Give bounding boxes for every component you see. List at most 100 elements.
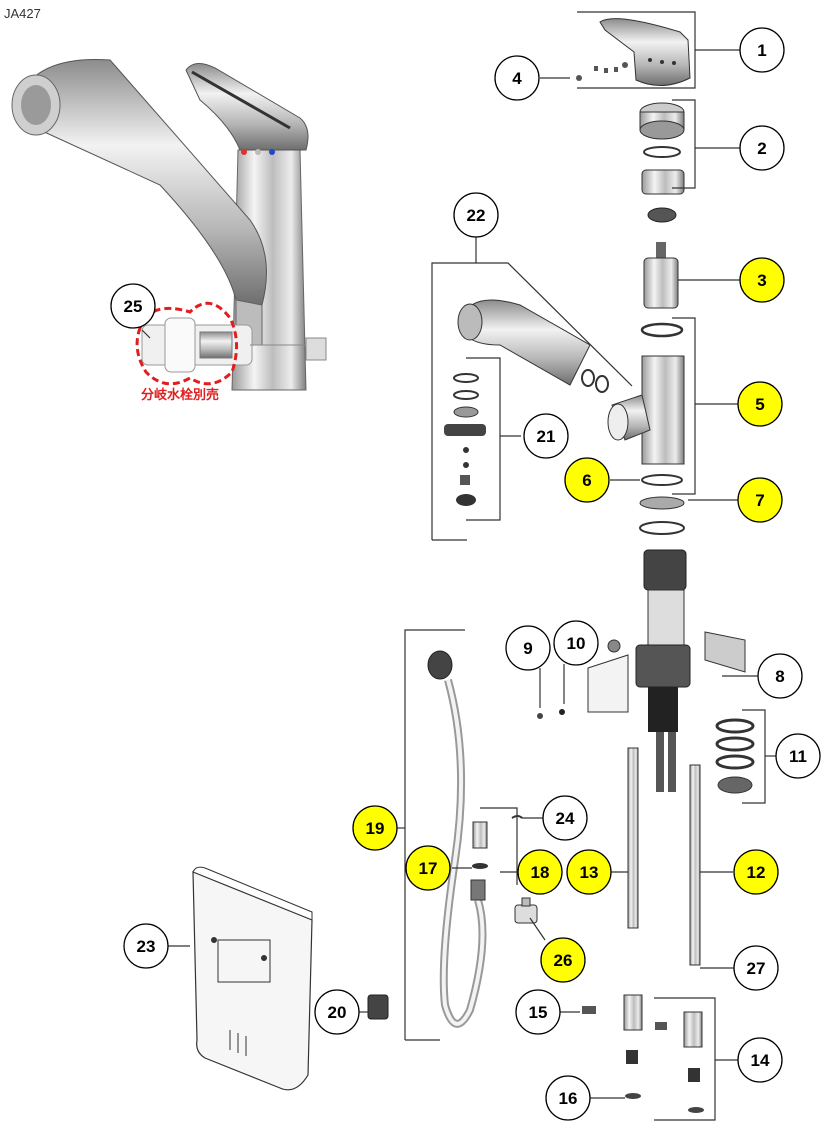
callout-3: 3	[739, 257, 785, 303]
callout-number: 25	[124, 297, 143, 316]
callout-circle	[564, 457, 610, 503]
callout-2: 2	[739, 125, 785, 171]
callout-circle	[739, 125, 785, 171]
part-spray-head	[457, 299, 609, 393]
callout-number: 11	[789, 747, 807, 766]
callout-20: 20	[314, 989, 360, 1035]
callout-circle	[553, 620, 599, 666]
callout-circle	[739, 257, 785, 303]
callout-number: 9	[523, 639, 532, 658]
callout-number: 2	[757, 139, 766, 158]
part-hose	[427, 650, 523, 1028]
branch-faucet-note: 分岐水栓別売	[141, 387, 219, 403]
callout-number: 21	[537, 427, 556, 446]
callout-27: 27	[733, 945, 779, 991]
callout-7: 7	[737, 477, 783, 523]
callout-circle	[566, 849, 612, 895]
callout-19: 19	[352, 805, 398, 851]
callout-number: 13	[580, 863, 599, 882]
callout-circle	[545, 1075, 591, 1121]
callout-number: 26	[554, 951, 573, 970]
callout-23: 23	[123, 923, 169, 969]
callout-4: 4	[494, 55, 540, 101]
callout-number: 27	[747, 959, 766, 978]
callout-number: 7	[755, 491, 764, 510]
callout-circle	[540, 937, 586, 983]
callout-12: 12	[733, 849, 779, 895]
callout-1: 1	[739, 27, 785, 73]
callout-number: 4	[512, 69, 522, 88]
part-hose-case	[192, 866, 313, 1091]
callout-circle	[405, 845, 451, 891]
part-cap-set	[639, 102, 685, 223]
leader-lines	[141, 49, 776, 1099]
callout-number: 3	[757, 271, 766, 290]
callout-25: 25	[110, 283, 156, 329]
callout-circle	[110, 283, 156, 329]
callout-circle	[494, 55, 540, 101]
callout-number: 6	[582, 471, 591, 490]
callout-14: 14	[737, 1037, 783, 1083]
part-body-sleeve	[607, 322, 685, 535]
callout-10: 10	[553, 620, 599, 666]
callout-15: 15	[515, 989, 561, 1035]
callout-circle	[733, 945, 779, 991]
callout-circle	[737, 1037, 783, 1083]
callout-17: 17	[405, 845, 451, 891]
callout-16: 16	[545, 1075, 591, 1121]
part-cartridge	[643, 242, 679, 309]
callout-number: 1	[757, 41, 766, 60]
callout-circle	[542, 795, 588, 841]
callout-number: 20	[328, 1003, 347, 1022]
group-brackets	[404, 11, 766, 1121]
callout-21: 21	[523, 413, 569, 459]
part-spray-internals	[444, 373, 486, 506]
callout-number: 16	[559, 1089, 578, 1108]
callout-circle	[123, 923, 169, 969]
callout-11: 11	[775, 733, 821, 779]
callout-number: 17	[419, 859, 438, 878]
callout-number: 22	[467, 206, 486, 225]
callout-24: 24	[542, 795, 588, 841]
callout-6: 6	[564, 457, 610, 503]
callout-number: 5	[755, 395, 764, 414]
part-main-shank	[537, 549, 746, 966]
model-code: JA427	[4, 6, 41, 21]
part-lever	[576, 18, 691, 86]
callout-circle	[737, 477, 783, 523]
part-orings	[715, 718, 755, 794]
callout-26: 26	[540, 937, 586, 983]
callout-number: 18	[531, 863, 550, 882]
callout-number: 23	[137, 937, 156, 956]
callout-22: 22	[453, 192, 499, 238]
faucet-photo	[11, 58, 327, 391]
callout-circle	[352, 805, 398, 851]
callout-circle	[515, 989, 561, 1035]
callout-number: 8	[775, 667, 784, 686]
callout-13: 13	[566, 849, 612, 895]
part-connectors	[582, 994, 704, 1113]
callout-8: 8	[757, 653, 803, 699]
callout-circle	[453, 192, 499, 238]
callout-circle	[314, 989, 360, 1035]
callout-5: 5	[737, 381, 783, 427]
callout-number: 12	[747, 863, 766, 882]
callout-circle	[523, 413, 569, 459]
callout-circle	[775, 733, 821, 779]
callout-number: 14	[751, 1051, 770, 1070]
callout-circle	[517, 849, 563, 895]
callout-circle	[737, 381, 783, 427]
callout-9: 9	[505, 625, 551, 671]
callout-number: 19	[366, 819, 385, 838]
callout-circle	[505, 625, 551, 671]
callout-circle	[757, 653, 803, 699]
callout-number: 10	[567, 634, 586, 653]
callout-circle	[733, 849, 779, 895]
callout-number: 15	[529, 1003, 548, 1022]
part-fitting-26	[514, 897, 538, 924]
callout-18: 18	[517, 849, 563, 895]
callout-circle	[739, 27, 785, 73]
callout-number: 24	[556, 809, 575, 828]
